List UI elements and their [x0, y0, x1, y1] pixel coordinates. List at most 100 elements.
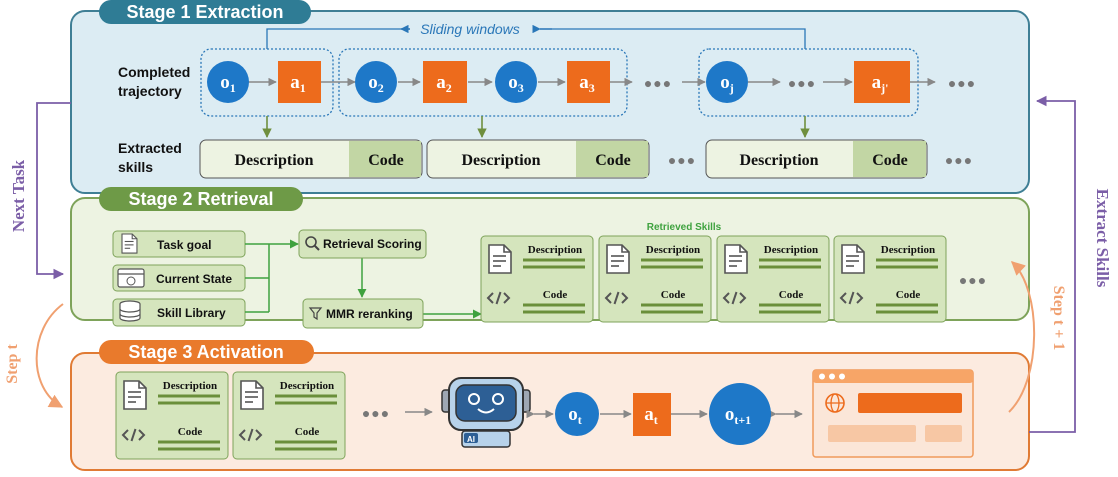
activated-skill-card-2: Description Code [232, 371, 346, 460]
card-description-label: Description [163, 380, 217, 392]
next-task-loop-arrow [36, 102, 71, 280]
extracted-skill-3: Description Code [705, 139, 928, 179]
web-environment-browser [812, 369, 974, 458]
document-icon [724, 244, 748, 274]
browser-window-icon [117, 268, 145, 288]
document-icon [488, 244, 512, 274]
card-code-label: Code [661, 289, 686, 301]
card-description-label: Description [646, 244, 700, 256]
task-goal-label: Task goal [157, 238, 211, 252]
stage3-title-badge: Stage 3 Activation [99, 340, 314, 364]
observation-ot: ot [555, 392, 599, 436]
skill-description-label: Description [739, 152, 818, 169]
ai-label: AI [467, 435, 475, 444]
svg-text:at: at [644, 404, 658, 427]
extraction-arrows [262, 116, 810, 138]
skill-library-box: Skill Library [112, 298, 246, 327]
action-a3: a3 [567, 61, 610, 103]
database-icon [119, 300, 141, 322]
sliding-window-3 [698, 48, 919, 117]
stage2-title: Stage 2 Retrieval [128, 189, 273, 209]
observation-o3: o3 [495, 61, 537, 103]
current-state-box: Current State [112, 264, 246, 292]
step-t-arrow [35, 303, 64, 408]
filter-icon [308, 307, 323, 321]
card-code-label: Code [543, 289, 568, 301]
ai-agent-robot-icon: AI [441, 377, 531, 448]
skill-code-label: Code [872, 152, 908, 169]
step-t-label: Step t [4, 344, 21, 384]
task-goal-box: Task goal [112, 230, 246, 258]
action-aj: aj' [854, 61, 910, 103]
document-icon [121, 233, 138, 254]
action-a2: a2 [423, 61, 467, 103]
svg-text:aj': aj' [872, 72, 889, 95]
card-code-label: Code [295, 426, 320, 438]
current-state-label: Current State [156, 272, 232, 286]
svg-text:ot: ot [568, 404, 582, 427]
svg-text:o1: o1 [220, 72, 236, 95]
skill-description-label: Description [461, 152, 540, 169]
globe-icon [825, 393, 845, 413]
completed-trajectory-label: Completed [118, 64, 190, 80]
retrieved-skill-card-1: Description Code [480, 235, 594, 323]
observation-oj: oj [706, 61, 748, 103]
svg-text:o2: o2 [368, 72, 384, 95]
document-icon [841, 244, 865, 274]
svg-text:ot+1: ot+1 [725, 404, 751, 427]
stage1-title-badge: Stage 1 Extraction [99, 0, 311, 24]
skill-code-label: Code [595, 152, 631, 169]
skills-ellipsis-2: ●●● [945, 152, 973, 168]
retrieved-ellipsis: ●●● [959, 272, 987, 288]
extracted-skills-label-2: skills [118, 159, 153, 175]
card-description-label: Description [280, 380, 334, 392]
svg-text:oj: oj [720, 72, 734, 95]
sliding-windows-label: Sliding windows [420, 21, 520, 37]
extract-skills-label: Extract Skills [1093, 189, 1112, 288]
retrieved-skills-title: Retrieved Skills [647, 222, 722, 233]
svg-text:a3: a3 [579, 72, 595, 95]
card-description-label: Description [528, 244, 582, 256]
step-t-plus-1-arrow [1008, 261, 1036, 413]
observation-o1: o1 [207, 61, 249, 103]
next-task-label: Next Task [9, 159, 28, 232]
card-description-label: Description [881, 244, 935, 256]
retrieval-connectors [245, 239, 482, 319]
svg-text:a1: a1 [290, 72, 306, 95]
browser-content-bar [858, 393, 962, 413]
activation-ellipsis: ●●● [362, 405, 390, 421]
skill-code-label: Code [368, 152, 404, 169]
card-code-label: Code [779, 289, 804, 301]
mmr-reranking-box: MMR reranking [302, 298, 424, 329]
observation-o2: o2 [355, 61, 397, 103]
card-description-label: Description [764, 244, 818, 256]
skill-description-label: Description [234, 152, 313, 169]
card-code-label: Code [178, 426, 203, 438]
svg-text:a2: a2 [436, 72, 452, 95]
document-icon [123, 380, 147, 410]
document-icon [240, 380, 264, 410]
retrieved-skill-card-4: Description Code [833, 235, 947, 323]
retrieval-scoring-box: Retrieval Scoring [298, 229, 427, 259]
card-code-label: Code [896, 289, 921, 301]
observation-ot-plus-1: ot+1 [709, 383, 771, 445]
trajectory-ellipsis-2: ●●● [788, 75, 816, 91]
search-icon [305, 236, 320, 251]
trajectory-ellipsis-1: ●●● [644, 75, 672, 91]
extracted-skill-2: Description Code [426, 139, 650, 179]
extracted-skill-1: Description Code [199, 139, 423, 179]
extract-skills-loop-arrow [1029, 95, 1076, 433]
step-t-plus-1-label: Step t + 1 [1050, 286, 1067, 351]
document-icon [606, 244, 630, 274]
skill-library-label: Skill Library [157, 306, 226, 320]
svg-text:o3: o3 [508, 72, 524, 95]
stage2-title-badge: Stage 2 Retrieval [99, 187, 303, 211]
browser-content-block [925, 425, 962, 442]
retrieved-skill-card-2: Description Code [598, 235, 712, 323]
skills-ellipsis-1: ●●● [668, 152, 696, 168]
retrieval-scoring-label: Retrieval Scoring [323, 237, 422, 251]
stage3-title: Stage 3 Activation [128, 342, 283, 362]
trajectory-ellipsis-3: ●●● [948, 75, 976, 91]
activated-skill-card-1: Description Code [115, 371, 229, 460]
